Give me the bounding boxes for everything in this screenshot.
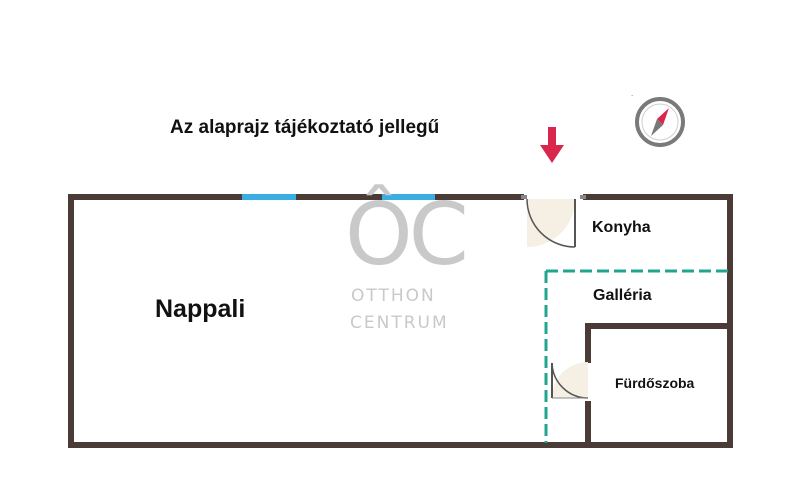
arrow-shaft (548, 127, 556, 149)
otthon-centrum-logo-mark: ÔC (345, 185, 469, 285)
arrow-head (540, 145, 564, 163)
door-arc (526, 198, 576, 248)
disclaimer-text: Az alaprajz tájékoztató jellegű (170, 117, 440, 138)
entrance-arrow-icon (540, 127, 564, 163)
room-label-furdoszoba: Fürdőszoba (615, 375, 695, 391)
gallery-outline (544, 269, 730, 443)
compass-needle-south (651, 119, 663, 136)
room-label-konyha: Konyha (592, 219, 651, 236)
bathroom-door-swing-area (552, 362, 588, 398)
compass-needle-north (657, 108, 669, 125)
logo-text-centrum: CENTRUM (350, 313, 449, 333)
logo-text-otthon: OTTHON (351, 286, 436, 306)
room-label-nappali: Nappali (155, 295, 246, 323)
compass-icon: · (631, 92, 685, 147)
room-label-galleria: Galléria (593, 287, 652, 304)
bathroom-door (551, 362, 589, 399)
compass-mark-nw: · (631, 92, 633, 100)
door-swing-area (527, 199, 575, 247)
entrance-door (521, 195, 586, 248)
walls (68, 194, 733, 448)
